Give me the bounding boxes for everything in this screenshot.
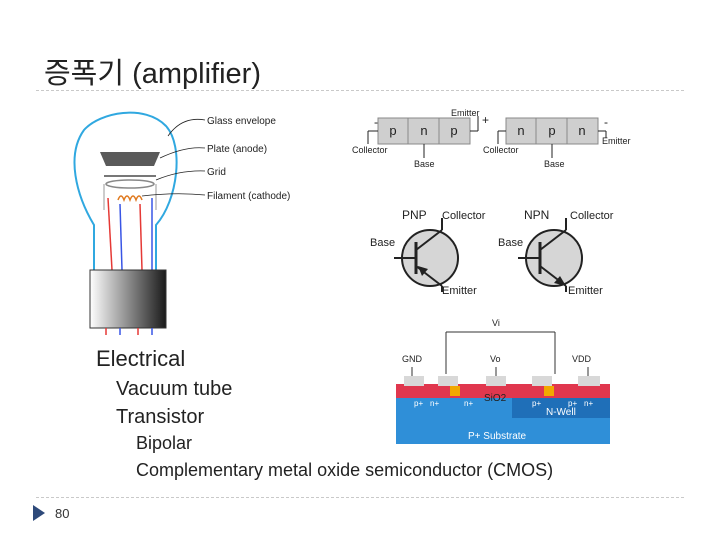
tube-label: Glass envelope [207, 116, 276, 127]
glass-envelope-shape [73, 111, 178, 270]
npn-emitter-label: Emitter [602, 136, 631, 146]
cmos-nwell [512, 396, 610, 418]
cmos-oxide [396, 384, 610, 398]
cmos-gate-contact [544, 386, 554, 396]
cmos-gate-contact [450, 386, 460, 396]
bjt-figure: - + Emitter + - p n p n p n Collector Ba… [352, 108, 631, 297]
bullet-electrical: Electrical [92, 346, 185, 372]
cmos-vo-label: Vo [490, 354, 501, 364]
bullet-text: Vacuum tube [116, 378, 233, 400]
bullet-text: Complementary metal oxide semiconductor … [136, 460, 554, 480]
npn-label: NPN [524, 208, 549, 222]
npn-base-label: Base [544, 159, 565, 169]
cmos-gnd-label: GND [402, 354, 423, 364]
page-number: 80 [55, 506, 70, 521]
tube-label: Filament (cathode) [207, 191, 290, 202]
cmos-region-label: p+ [532, 399, 541, 408]
cmos-nwell-label: N-Well [546, 407, 576, 418]
bullet-text: Electrical [96, 346, 186, 371]
bullet-text: Transistor [116, 406, 205, 428]
pnp-collector-label: Collector [352, 145, 388, 155]
filament-shape [117, 195, 143, 203]
cmos-region-label: n+ [464, 399, 473, 408]
title-divider [36, 90, 684, 91]
bullet-bipolar: Bipolar [132, 433, 192, 454]
cmos-region-label: p+ [568, 399, 577, 408]
tube-label: Plate (anode) [207, 144, 267, 155]
pnp-emitter-label: Emitter [451, 108, 480, 118]
npn-base-label: Base [498, 237, 523, 249]
pnp-base-label: Base [414, 159, 435, 169]
pnp-label: PNP [402, 208, 427, 222]
cmos-region-label: n+ [584, 399, 593, 408]
cmos-vi-label: Vi [492, 318, 500, 328]
pnp-layer: p [389, 123, 396, 138]
bullet-vacuum-tube: Vacuum tube [112, 378, 232, 401]
bullet-cmos: Complementary metal oxide semiconductor … [132, 460, 553, 481]
npn-collector-label: Collector [570, 210, 614, 222]
slide-title: 증폭기 (amplifier) [44, 58, 261, 90]
pnp-base-label: Base [370, 237, 395, 249]
bullet-transistor: Transistor [112, 406, 204, 429]
npn-emitter-label: Emitter [568, 285, 603, 297]
pnp-layer: n [420, 123, 427, 138]
npn-minus: - [604, 115, 608, 129]
vacuum-tube-figure: Glass envelope Plate (anode) Grid Filame… [73, 111, 290, 335]
tube-label: Grid [207, 167, 226, 178]
footer-arrow-icon [33, 505, 45, 521]
cmos-vdd-label: VDD [572, 354, 592, 364]
cmos-region-label: n+ [430, 399, 439, 408]
npn-collector-label: Collector [483, 145, 519, 155]
pnp-collector-label: Collector [442, 210, 486, 222]
cmos-substrate-label: P+ Substrate [468, 431, 527, 442]
pnp-emitter-label: Emitter [442, 285, 477, 297]
footer-divider [36, 497, 684, 498]
npn-layer: p [548, 123, 555, 138]
cmos-region-label: p+ [414, 399, 423, 408]
pnp-layer: p [450, 123, 457, 138]
pnp-minus: - [374, 115, 378, 129]
cmos-figure: Vi GND Vo VDD p+ n+ n+ p+ p+ n+ SiO2 N-W… [372, 312, 638, 447]
tube-base-shape [89, 269, 167, 329]
npn-layer: n [517, 123, 524, 138]
cmos-sio2-label: SiO2 [484, 393, 507, 404]
grid-shape [105, 179, 155, 189]
pnp-plus: + [482, 113, 489, 127]
bullet-text: Bipolar [136, 433, 193, 453]
plate-shape [100, 152, 160, 166]
npn-layer: n [578, 123, 585, 138]
